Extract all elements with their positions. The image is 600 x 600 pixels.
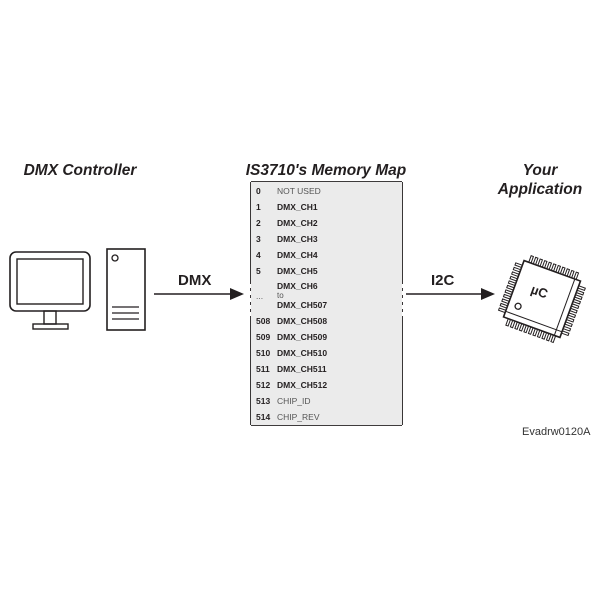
memory-map-row: 509 DMX_CH509 [251, 329, 402, 345]
memory-address: 513 [256, 396, 271, 406]
memory-map-row: 4 DMX_CH4 [251, 247, 402, 263]
memory-address: 4 [256, 250, 261, 260]
application-title-line2: Application [497, 181, 583, 198]
memory-map-row: 2 DMX_CH2 [251, 215, 402, 231]
memory-address: 509 [256, 332, 271, 342]
register-name: DMX_CH5 [277, 266, 318, 276]
i2c-arrow [406, 288, 495, 300]
memory-map-row: 511 DMX_CH511 [251, 361, 402, 377]
monitor-icon [9, 251, 91, 330]
dmx-link-label: DMX [178, 272, 212, 289]
register-name: DMX_CH512 [277, 380, 328, 390]
range-to-word: to [277, 291, 284, 300]
dmx-controller-title: DMX Controller [23, 162, 137, 179]
dmx-arrow [154, 288, 244, 300]
register-name: DMX_CH4 [277, 250, 318, 260]
memory-address: 1 [256, 202, 261, 212]
register-name: DMX_CH510 [277, 348, 328, 358]
drawing-reference-id: Evadrw0120A [522, 426, 591, 438]
memory-map-row: 1 DMX_CH1 [251, 199, 402, 215]
memory-address: 3 [256, 234, 261, 244]
memory-address: 512 [256, 380, 271, 390]
range-start-name: DMX_CH6 [277, 281, 318, 291]
pc-tower-icon [106, 248, 146, 331]
range-end-name: DMX_CH507 [277, 300, 328, 310]
register-name: DMX_CH508 [277, 316, 328, 326]
memory-map-row: 5 DMX_CH5 [251, 263, 402, 279]
memory-address: 5 [256, 266, 261, 276]
memory-map-row: 513 CHIP_ID [251, 393, 402, 409]
register-name: DMX_CH1 [277, 202, 318, 212]
memory-address: 0 [256, 186, 261, 196]
register-name: DMX_CH2 [277, 218, 318, 228]
memory-address: 510 [256, 348, 271, 358]
register-name: CHIP_REV [277, 412, 320, 422]
memory-address: 514 [256, 412, 271, 422]
application-title-line1: Your [522, 162, 558, 179]
register-name: CHIP_ID [277, 396, 311, 406]
register-name: DMX_CH3 [277, 234, 318, 244]
memory-address: 2 [256, 218, 261, 228]
memory-map-row: 508 DMX_CH508 [251, 313, 402, 329]
memory-map-title: IS3710's Memory Map [245, 162, 407, 179]
register-name: DMX_CH511 [277, 364, 327, 374]
i2c-link-label: I2C [431, 272, 455, 289]
range-address: ... [256, 291, 264, 301]
memory-map-row: 0 NOT USED [251, 183, 402, 199]
memory-map-row: 514 CHIP_REV [251, 409, 402, 425]
memory-map-row: 510 DMX_CH510 [251, 345, 402, 361]
memory-address: 511 [256, 364, 270, 374]
memory-map-row: 3 DMX_CH3 [251, 231, 402, 247]
memory-map-range-row: ... DMX_CH6 to DMX_CH507 [251, 281, 402, 317]
microcontroller-chip-icon [497, 255, 586, 344]
register-name: NOT USED [277, 186, 321, 196]
register-name: DMX_CH509 [277, 332, 328, 342]
memory-map-row: 512 DMX_CH512 [251, 377, 402, 393]
application-title: Your Application [480, 161, 600, 199]
memory-address: 508 [256, 316, 271, 326]
